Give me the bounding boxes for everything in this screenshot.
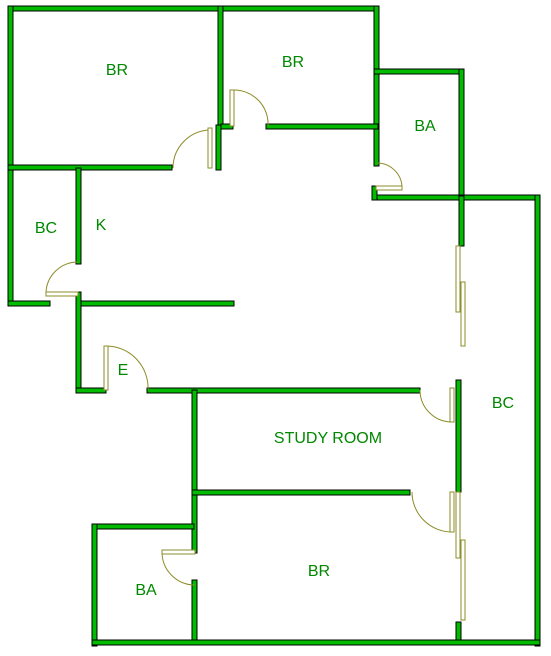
wall-entry-bottom-right [146,387,421,394]
door-ba2-leaf [161,549,196,555]
wall-ba2-right-low [191,579,198,645]
door-entry-leaf [103,345,109,391]
door-br1-leaf [207,127,213,169]
wall-study-bottom [191,489,411,496]
wall-bc-bottom [7,300,51,307]
door-br3-leaf [449,491,455,533]
walls [7,5,541,647]
wall-ba-bottom-stub [371,185,378,201]
wall-bc-right-upper [458,195,465,247]
wall-bc-kitchen [75,167,82,265]
label-br-bottom: BR [308,563,330,580]
door-br3-arc [411,491,453,533]
label-bc-right: BC [492,395,514,412]
door-br1-arc [172,129,211,169]
label-entry: E [118,362,129,379]
slider-lower-a [455,491,461,559]
wall-bc-top [371,194,541,201]
doors [45,89,466,621]
label-kitchen: K [96,217,107,234]
door-ba2-arc [161,551,196,586]
label-ba-top-right: BA [414,118,436,135]
label-bc-left: BC [35,220,57,237]
wall-br1-bottom [7,164,173,171]
slider-upper-b [460,281,466,347]
wall-bottom [91,639,541,646]
door-bc-arc [45,261,79,293]
wall-right-outer [534,194,541,647]
wall-ba2-left [91,523,98,647]
label-br-top-left: BR [106,62,128,79]
wall-top [7,5,379,12]
wall-br2-bottom [265,123,379,130]
door-br2-leaf [229,89,235,127]
wall-entry-bottom-left [75,387,107,394]
door-ba1-leaf [375,185,403,191]
slider-upper-a [455,245,461,313]
wall-left-outer [7,5,14,307]
wall-ba-top [373,68,465,75]
label-study-room: STUDY ROOM [274,430,382,447]
door-study-arc [419,389,453,423]
slider-lower-b [460,539,466,621]
door-br2-arc [233,89,269,127]
wall-bc-right-mid [455,379,462,493]
wall-kitchen-counter [75,300,235,307]
wall-br1-right [217,5,224,127]
door-study-leaf [449,387,455,423]
label-br-top-center: BR [282,54,304,71]
door-ba1-arc [376,162,403,189]
label-ba-bottom-left: BA [135,582,157,599]
wall-top-right-vertical [373,5,380,167]
wall-br1-right-low [215,124,222,171]
door-bc-leaf [45,291,79,297]
door-entry-arc [105,345,149,391]
wall-ba2-top [91,523,195,530]
room-labels: BR BR BA BC K E BC STUDY ROOM BR BA [35,54,514,599]
wall-entry-left [75,291,82,393]
wall-ba-right [458,68,465,201]
